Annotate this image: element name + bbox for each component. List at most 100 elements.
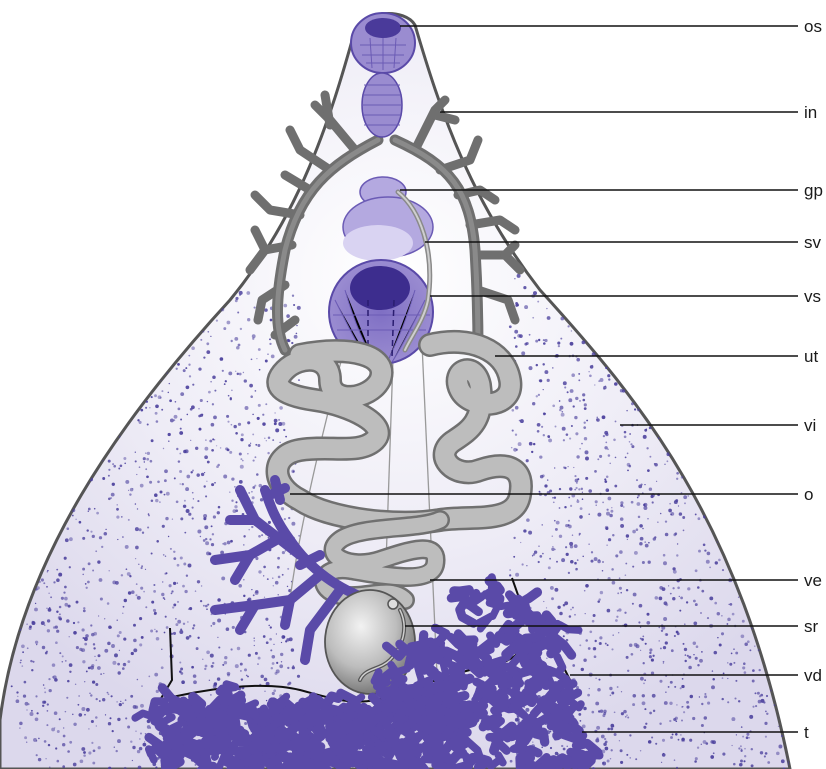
- stipple-dot: [186, 385, 190, 389]
- stipple-dot: [205, 439, 206, 440]
- stipple-dot: [712, 398, 716, 402]
- stipple-dot: [17, 420, 21, 424]
- stipple-dot: [232, 626, 235, 629]
- stipple-dot: [552, 497, 554, 499]
- stipple-dot: [540, 283, 542, 285]
- stipple-dot: [663, 646, 666, 649]
- stipple-dot: [100, 349, 103, 352]
- stipple-dot: [778, 726, 779, 727]
- stipple-dot: [555, 528, 558, 531]
- stipple-dot: [761, 699, 765, 703]
- stipple-dot: [125, 545, 129, 549]
- stipple-dot: [133, 648, 137, 652]
- stipple-dot: [141, 567, 143, 569]
- stipple-dot: [658, 417, 662, 421]
- stipple-dot: [96, 369, 98, 371]
- stipple-dot: [112, 483, 115, 486]
- stipple-dot: [667, 460, 669, 462]
- stipple-dot: [151, 396, 153, 398]
- stipple-dot: [621, 292, 625, 296]
- stipple-dot: [626, 410, 628, 412]
- stipple-dot: [754, 585, 758, 589]
- stipple-dot: [617, 610, 619, 612]
- stipple-dot: [652, 655, 654, 657]
- stipple-dot: [86, 587, 88, 589]
- stipple-dot: [293, 665, 295, 667]
- stipple-dot: [11, 511, 15, 515]
- stipple-dot: [65, 603, 69, 607]
- stipple-dot: [145, 407, 147, 409]
- stipple-dot: [237, 312, 239, 314]
- stipple-dot: [212, 622, 215, 625]
- stipple-dot: [135, 731, 136, 732]
- stipple-dot: [710, 343, 713, 346]
- stipple-dot: [223, 542, 226, 545]
- stipple-dot: [257, 417, 260, 420]
- stipple-dot: [292, 666, 295, 669]
- stipple-dot: [193, 624, 195, 626]
- stipple-dot: [27, 502, 31, 506]
- labels: os in gp sv vs ut vi o ve sr vd t: [804, 17, 823, 742]
- stipple-dot: [58, 449, 61, 452]
- stipple-dot: [93, 407, 94, 408]
- stipple-dot: [75, 519, 76, 520]
- stipple-dot: [262, 414, 264, 416]
- stipple-dot: [611, 648, 613, 650]
- stipple-dot: [205, 605, 208, 608]
- stipple-dot: [787, 630, 789, 632]
- stipple-dot: [630, 443, 632, 445]
- stipple-dot: [781, 735, 783, 737]
- stipple-dot: [735, 276, 739, 280]
- stipple-dot: [264, 691, 265, 692]
- stipple-dot: [101, 356, 103, 358]
- stipple-dot: [559, 535, 562, 538]
- stipple-dot: [31, 481, 32, 482]
- stipple-dot: [246, 291, 250, 295]
- stipple-dot: [266, 440, 267, 441]
- stipple-dot: [639, 524, 643, 528]
- stipple-dot: [743, 521, 744, 522]
- stipple-dot: [787, 509, 789, 511]
- stipple-dot: [239, 452, 242, 455]
- stipple-dot: [56, 451, 59, 454]
- stipple-dot: [48, 593, 49, 594]
- stipple-dot: [745, 270, 748, 273]
- stipple-dot: [55, 747, 57, 749]
- stipple-dot: [779, 568, 782, 571]
- stipple-dot: [65, 538, 69, 542]
- stipple-dot: [33, 344, 37, 348]
- stipple-dot: [282, 422, 286, 426]
- stipple-dot: [112, 730, 114, 732]
- stipple-dot: [676, 271, 678, 273]
- stipple-dot: [132, 760, 133, 761]
- stipple-dot: [186, 509, 190, 513]
- stipple-dot: [582, 341, 586, 345]
- stipple-dot: [42, 544, 46, 548]
- stipple-dot: [698, 517, 701, 520]
- stipple-dot: [240, 465, 244, 469]
- stipple-dot: [164, 469, 168, 473]
- stipple-dot: [259, 369, 261, 371]
- stipple-dot: [617, 686, 619, 688]
- stipple-dot: [788, 420, 790, 422]
- stipple-dot: [179, 630, 183, 634]
- stipple-dot: [255, 652, 258, 655]
- stipple-dot: [558, 345, 560, 347]
- stipple-dot: [272, 662, 275, 665]
- stipple-dot: [64, 290, 66, 292]
- stipple-dot: [128, 490, 129, 491]
- stipple-dot: [139, 331, 141, 333]
- stipple-dot: [265, 403, 267, 405]
- stipple-dot: [575, 274, 578, 277]
- stipple-dot: [169, 292, 171, 294]
- stipple-dot: [291, 470, 294, 473]
- stipple-dot: [69, 416, 71, 418]
- stipple-dot: [728, 472, 730, 474]
- stipple-dot: [514, 337, 516, 339]
- stipple-dot: [155, 412, 158, 415]
- stipple-dot: [600, 591, 603, 594]
- stipple-dot: [596, 505, 597, 506]
- stipple-dot: [198, 408, 200, 410]
- stipple-dot: [148, 515, 150, 517]
- stipple-dot: [679, 437, 683, 441]
